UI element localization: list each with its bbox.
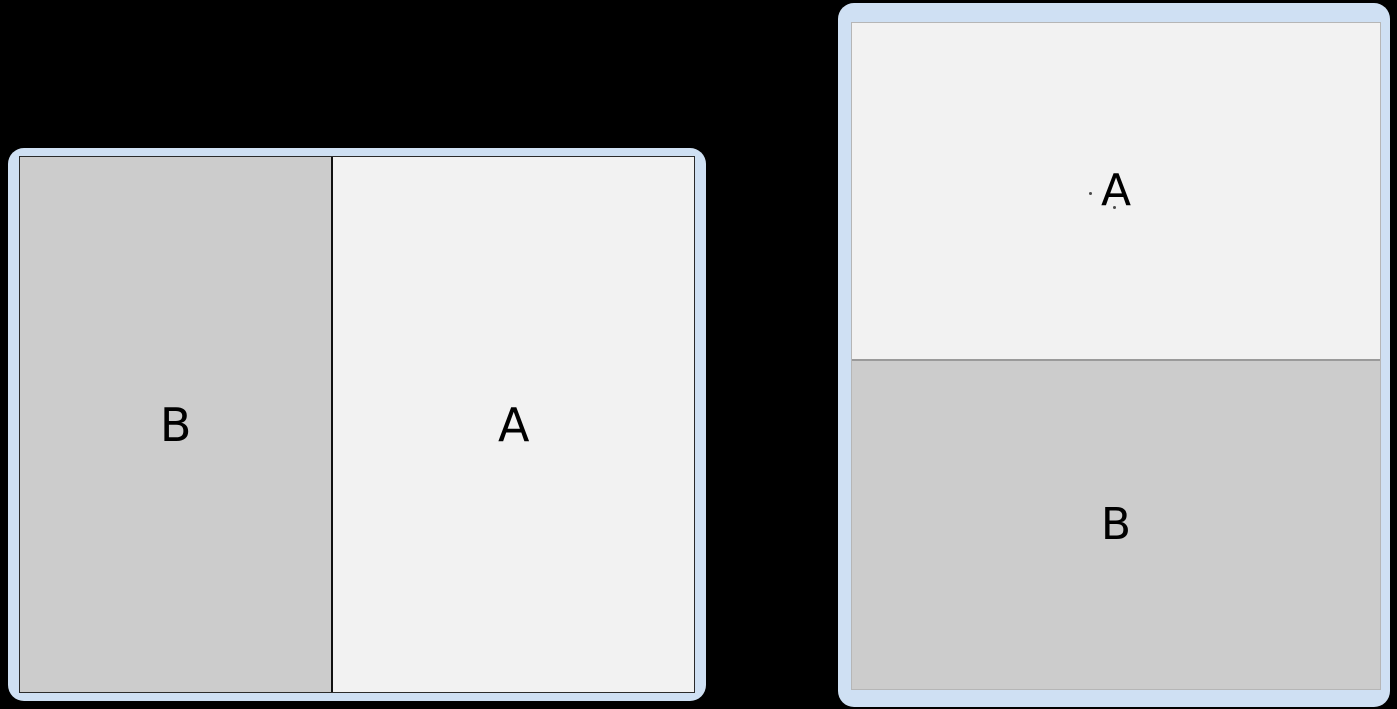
pane-label-a: A [1100,165,1132,217]
horizontal-split-window-content: B A [19,156,695,693]
vertical-split-window[interactable]: A B [838,3,1390,707]
pane-a-right-window[interactable]: A [852,23,1380,362]
pane-b-left-window[interactable]: B [20,157,334,692]
horizontal-split-window[interactable]: B A [8,148,706,701]
pane-label-b: B [159,397,192,452]
pane-a-left-window[interactable]: A [333,157,694,692]
pane-label-a: A [497,397,530,452]
pane-b-right-window[interactable]: B [852,361,1380,689]
vertical-split-window-content: A B [851,22,1381,690]
pane-label-b: B [1100,499,1132,551]
